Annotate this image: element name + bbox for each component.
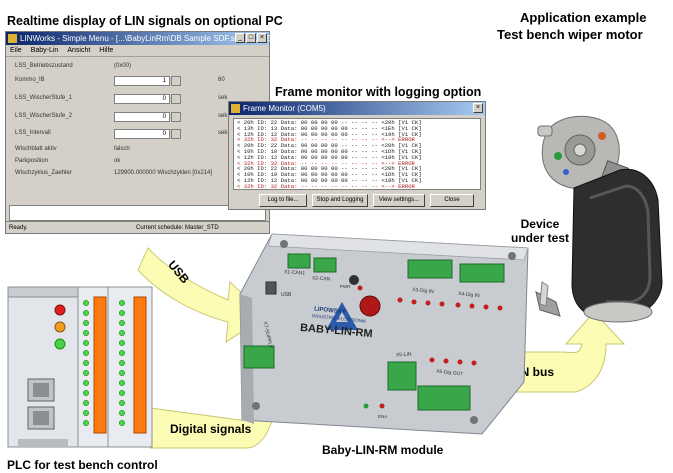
spin-button[interactable] [171, 112, 181, 122]
application-example-title: Application example [520, 10, 647, 25]
application-example-subtitle: Test bench wiper motor [497, 27, 643, 42]
maximize-button[interactable]: □ [246, 33, 256, 43]
log-line: < 12h ID: 12 Data: 00 00 00 00 00 -- -- … [237, 130, 422, 138]
linworks-window: LINWorks - Simple Menu - [...\BabyLinRm\… [5, 31, 274, 234]
log-line: < 12h ID: 12 Data: 00 00 00 00 00 -- -- … [237, 153, 422, 161]
stop-logging-button[interactable]: Stop and Logging [312, 194, 368, 207]
menu-file[interactable]: Eile [10, 47, 22, 54]
frame-monitor-window: Frame Monitor (COM5) × < 20h ID: 22 Data… [228, 101, 486, 210]
spin-button[interactable] [171, 129, 181, 139]
plc-image [7, 286, 153, 448]
log-line: < 20h ID: 22 Data: 00 00 00 00 -- -- -- … [237, 119, 422, 126]
menu-babylin[interactable]: Baby-Lin [30, 47, 59, 54]
port-x2-label: X2-CAN [311, 275, 331, 283]
signal-label: LSS_Intervall [15, 130, 51, 136]
status-schedule: Current schedule: Master_STD [136, 225, 219, 231]
log-line-error: < 32h ID: 32 Data: -- -- -- -- -- -- -- … [237, 159, 415, 167]
log-to-file-button[interactable]: Log to file... [259, 194, 307, 207]
linworks-title: LINWorks - Simple Menu - [...\BabyLinRm\… [20, 34, 275, 43]
spin-button[interactable] [171, 76, 181, 86]
log-line-error: < 32h ID: 32 Data: -- -- -- -- -- -- -- … [237, 182, 415, 190]
device-label: Device under test [500, 217, 580, 245]
pwr-label: PWR [340, 284, 351, 289]
minimize-button[interactable]: _ [235, 33, 245, 43]
log-line: < 20h ID: 22 Data: 00 00 00 00 -- -- -- … [237, 142, 422, 150]
linworks-menubar: Eile Baby-Lin Ansicht Hilfe [6, 45, 269, 56]
linworks-blank-panel [9, 205, 266, 221]
device-label-line2: under test [510, 231, 569, 245]
frame-monitor-titlebar: Frame Monitor (COM5) × [229, 102, 485, 115]
signal-label: LSS_WischerStufe_2 [15, 113, 73, 119]
signal-label: Wischblatt aktiv [15, 146, 57, 152]
status-bar: Ready. Current schedule: Master_STD [6, 221, 269, 233]
module-label: Baby-LIN-RM module [322, 443, 444, 457]
menu-view[interactable]: Ansicht [67, 47, 91, 54]
signal-label: LSS_WischerStufe_1 [15, 95, 73, 101]
usb-arrow [137, 247, 267, 343]
signal-value: (0x00) [114, 63, 132, 69]
lin-bus-arrow [499, 311, 626, 393]
log-line-error: < 32h ID: 32 Data: -- -- -- -- -- -- -- … [237, 136, 415, 144]
realtime-display-label: Realtime display of LIN signals on optio… [7, 14, 283, 28]
close-button[interactable]: × [257, 33, 267, 43]
view-settings-button[interactable]: View settings... [373, 194, 425, 207]
wiper-motor-image [535, 115, 663, 323]
frame-monitor-title: Frame Monitor (COM5) [243, 104, 326, 113]
signal-unit: sek [218, 95, 228, 101]
frame-log[interactable]: < 20h ID: 22 Data: 00 00 00 00 -- -- -- … [233, 118, 481, 190]
frame-close-button[interactable]: Close [430, 194, 474, 207]
log-line: < 12h ID: 12 Data: 00 00 00 00 00 -- -- … [237, 176, 422, 184]
signal-unit: sek [218, 130, 228, 136]
log-line: < 10h ID: 10 Data: 00 00 00 00 00 -- -- … [237, 171, 422, 179]
close-button[interactable]: × [473, 103, 483, 113]
digital-signals-label: Digital signals [170, 422, 252, 436]
baby-lin-rm-module [239, 233, 529, 435]
log-line: < 10h ID: 10 Data: 00 00 00 00 00 -- -- … [237, 147, 422, 155]
signal-input[interactable]: 0 [114, 112, 170, 122]
app-icon [8, 34, 17, 43]
signal-label: Kommo_IB [15, 77, 45, 83]
menu-help[interactable]: Hilfe [99, 47, 114, 54]
port-usb-label: USB [281, 292, 292, 298]
frame-monitor-label: Frame monitor with logging option [275, 85, 482, 99]
signal-value: 129900.000000 Wischzyklen [0x214] [114, 170, 213, 176]
app-icon [231, 104, 240, 113]
signal-input[interactable]: 0 [114, 94, 170, 104]
plc-label: PLC for test bench control [7, 458, 158, 472]
device-label-line1: Device [520, 217, 560, 231]
signal-input[interactable]: 1 [114, 76, 170, 86]
signal-label: Parkposition [15, 158, 49, 164]
log-line: < 13h ID: 13 Data: 00 00 00 00 00 -- -- … [237, 124, 422, 132]
signal-value: falsch [114, 146, 130, 152]
spin-button[interactable] [171, 94, 181, 104]
port-lin-label: X5-LIN [395, 351, 412, 359]
log-line: < 20h ID: 22 Data: 00 00 00 00 -- -- -- … [237, 165, 422, 173]
ena-label: ENA [378, 414, 388, 419]
signal-unit: 60 [218, 77, 225, 83]
signal-input[interactable]: 0 [114, 129, 170, 139]
signal-label: Wischzyklus_Zaehler [15, 170, 72, 176]
linworks-titlebar: LINWorks - Simple Menu - [...\BabyLinRm\… [6, 32, 274, 45]
signal-unit: sek [218, 113, 228, 119]
status-ready: Ready. [9, 225, 28, 231]
signal-label: LSS_Betriebszustand [15, 63, 73, 69]
signal-value: ok [114, 158, 121, 164]
